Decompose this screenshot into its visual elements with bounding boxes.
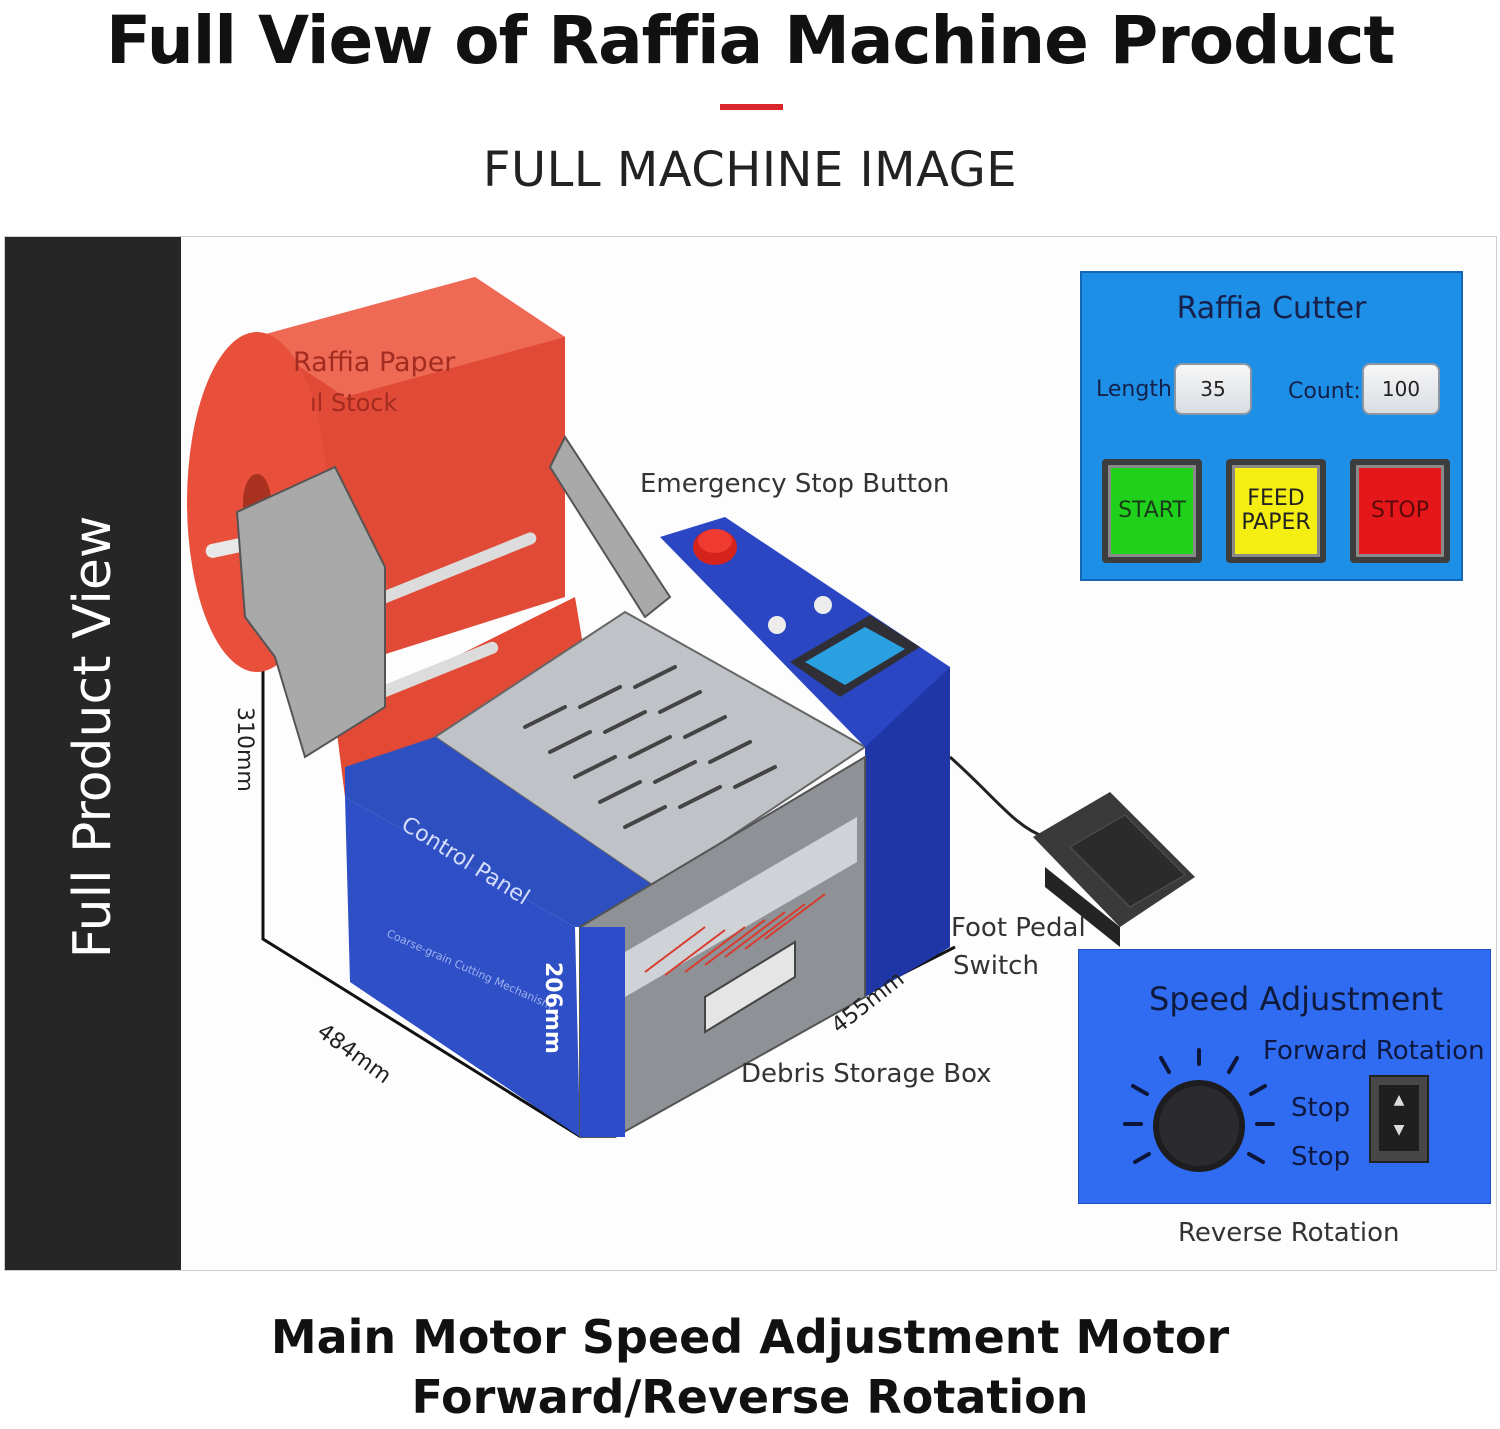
machine-illustration <box>187 277 1195 1139</box>
dimension-height: 310mm <box>232 707 257 792</box>
rotation-toggle-switch[interactable]: ▲▼ <box>1369 1075 1429 1163</box>
stop-label-1: Stop <box>1291 1093 1351 1123</box>
dimension-front-height: 206mm <box>540 962 565 1054</box>
start-button[interactable]: START <box>1102 459 1202 563</box>
feed-paper-label-line1: FEED <box>1247 486 1305 511</box>
title-accent-rule <box>720 104 783 110</box>
roll-label-stock: ıl Stock <box>310 389 398 417</box>
forward-rotation-label: Forward Rotation <box>1263 1036 1485 1066</box>
count-field[interactable]: 100 <box>1362 363 1440 415</box>
side-bar: Full Product View <box>5 237 181 1270</box>
speed-adjustment-panel: Speed Adjustment Forward Rotation Stop S… <box>1078 949 1491 1204</box>
length-label: Length: <box>1096 377 1180 402</box>
count-label: Count: <box>1288 379 1361 404</box>
stop-button[interactable]: STOP <box>1350 459 1450 563</box>
raffia-cutter-panel: Raffia Cutter Length: 35 Count: 100 STAR… <box>1080 271 1463 581</box>
footer-line-1: Main Motor Speed Adjustment Motor <box>270 1310 1230 1364</box>
feed-paper-label-line2: PAPER <box>1241 510 1311 535</box>
product-view-panel: Full Product View <box>4 236 1497 1271</box>
emergency-stop-annotation: Emergency Stop Button <box>640 469 950 499</box>
roll-label-raffia-paper: Raffia Paper <box>293 347 456 378</box>
foot-pedal-annotation-line1: Foot Pedal <box>951 913 1086 943</box>
page-subtitle: FULL MACHINE IMAGE <box>482 142 1018 198</box>
raffia-cutter-title: Raffia Cutter <box>1176 291 1367 326</box>
debris-box-annotation: Debris Storage Box <box>741 1059 992 1089</box>
stop-label-2: Stop <box>1291 1142 1351 1172</box>
speed-adjustment-title: Speed Adjustment <box>1149 980 1444 1018</box>
foot-pedal <box>1033 792 1195 947</box>
footer-line-2: Forward/Reverse Rotation <box>411 1370 1089 1424</box>
machine-body <box>345 517 1195 1138</box>
speed-dial-icon[interactable] <box>1119 1042 1279 1192</box>
length-field[interactable]: 35 <box>1174 363 1252 415</box>
foot-pedal-annotation-line2: Switch <box>953 951 1039 981</box>
page-title: Full View of Raffia Machine Product <box>105 2 1395 79</box>
roll-bracket <box>235 434 672 759</box>
reverse-rotation-annotation: Reverse Rotation <box>1178 1218 1400 1248</box>
rotation-toggle-arrows-icon: ▲▼ <box>1379 1085 1419 1151</box>
